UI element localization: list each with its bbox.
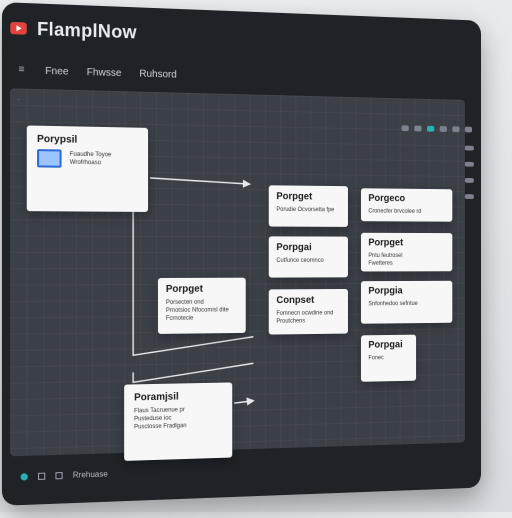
node-line: Cutfunce ceomnco <box>276 257 324 264</box>
side-panel <box>464 145 478 200</box>
tool-accent-icon[interactable] <box>427 125 435 132</box>
node-title: Porpgia <box>368 285 403 297</box>
tool-icon[interactable] <box>414 125 422 132</box>
menu-item-2[interactable]: Fhwsse <box>86 66 122 79</box>
diagram-node-root[interactable]: Porypsil Fuaudhe Toyoe Wrofrhoaso <box>26 125 149 212</box>
node-line: Pntu feutrosel <box>368 253 403 259</box>
node-title: Conpset <box>276 294 315 307</box>
node-line: Fonec <box>368 355 384 362</box>
taskbar-label[interactable]: Rrehuase <box>72 469 108 480</box>
node-title: Porgeco <box>368 193 406 205</box>
tool-icon[interactable] <box>464 126 473 133</box>
node-title: Poramjsil <box>134 391 179 404</box>
diagram-node[interactable]: Porpget Porsecten ond Prnotsioc Nfocomis… <box>157 277 246 334</box>
screen-stage: FlamplNow ≡ Fnee Fhwsse Ruhsord Poryps <box>0 0 490 518</box>
node-line: Fwetteres <box>368 260 393 267</box>
taskbar-app-icon[interactable] <box>38 472 46 480</box>
menu-toggle-icon[interactable]: ≡ <box>18 64 25 76</box>
diagram-node[interactable]: Poramjsil Flaus Tacruenue pr Pusteduse i… <box>124 382 233 461</box>
node-line: Pusctosse Fradlgan <box>134 423 187 431</box>
node-line: Fcrnotecie <box>165 315 194 322</box>
diagram-node[interactable]: Porpget Porudie Ocvorsetta fpe <box>268 185 348 227</box>
panel-icon[interactable] <box>464 161 474 167</box>
tool-icon[interactable] <box>401 125 409 132</box>
app-logo-icon <box>10 21 27 35</box>
node-title: Porpget <box>276 191 313 203</box>
node-line: Cronecfer brvcolee rd <box>368 208 422 215</box>
node-title: Porpgai <box>368 339 403 351</box>
node-line: Wrofrhoaso <box>69 159 101 167</box>
app-title: FlamplNow <box>37 18 137 42</box>
monitor-icon <box>37 149 62 168</box>
start-icon[interactable] <box>20 472 28 481</box>
node-title: Porpget <box>165 283 203 295</box>
menu-item-3[interactable]: Ruhsord <box>139 68 177 81</box>
taskbar-app-icon[interactable] <box>55 471 63 479</box>
panel-icon[interactable] <box>464 194 474 200</box>
tool-icon[interactable] <box>439 126 447 132</box>
panel-icon[interactable] <box>464 145 474 151</box>
diagram-node[interactable]: Porpgia Snfonhedoo sefntue <box>360 280 453 324</box>
menu-item-1[interactable]: Fnee <box>45 65 69 78</box>
node-title: Porpgai <box>276 242 312 254</box>
node-line: Fomnecn ocwdine ond <box>276 310 334 317</box>
node-title: Porypsil <box>37 133 78 146</box>
diagram-node[interactable]: Porpgai Cutfunce ceomnco <box>268 236 348 278</box>
diagram-node[interactable]: Porpget Pntu feutrosel Fwetteres <box>360 232 453 272</box>
taskbar: Rrehuase <box>20 463 108 486</box>
node-line: Porudie Ocvorsetta fpe <box>276 206 335 214</box>
node-line: Prnotsioc Nfocomisl dite <box>165 307 229 314</box>
node-line: Snfonhedoo sefntue <box>368 301 418 308</box>
diagram-node[interactable]: Porpgai Fonec <box>360 334 417 382</box>
panel-icon[interactable] <box>464 177 474 183</box>
node-line: Proutchens <box>276 318 306 325</box>
node-title: Porpget <box>368 237 404 249</box>
diagram-node[interactable]: Porgeco Cronecfer brvcolee rd <box>360 188 453 222</box>
diagram-node[interactable]: Conpset Fomnecn ocwdine ond Proutchens <box>268 288 348 335</box>
menu-bar: ≡ Fnee Fhwsse Ruhsord <box>19 60 177 85</box>
tool-icon[interactable] <box>452 126 460 133</box>
